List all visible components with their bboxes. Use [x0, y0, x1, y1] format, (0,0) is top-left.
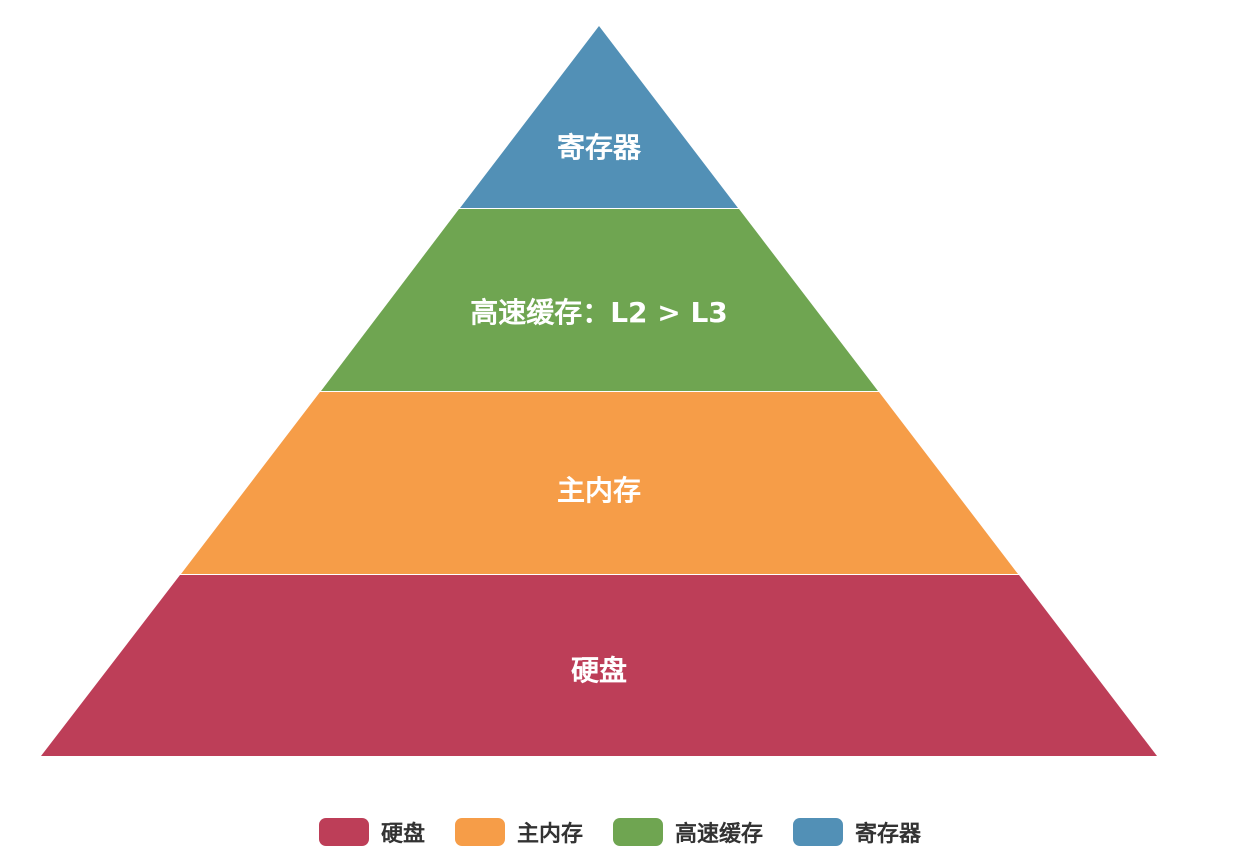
legend-label-cache: 高速缓存: [675, 822, 764, 847]
tier-cache-shape[interactable]: [321, 209, 878, 391]
legend-label-main-memory: 主内存: [516, 822, 583, 847]
legend-swatch-register: [793, 818, 844, 846]
legend-item-main-memory[interactable]: 主内存: [454, 816, 583, 848]
legend-swatch-cache: [613, 818, 663, 846]
tier-register-shape[interactable]: [460, 26, 738, 208]
tier-main-memory-shape[interactable]: [181, 392, 1018, 574]
legend-item-register[interactable]: 寄存器: [793, 816, 921, 848]
tier-register[interactable]: 寄存器: [460, 26, 738, 208]
legend-label-disk: 硬盘: [380, 822, 425, 847]
tier-cache[interactable]: 高速缓存：L2 > L3: [321, 209, 878, 391]
tier-disk-shape[interactable]: [41, 575, 1157, 756]
legend-item-disk[interactable]: 硬盘: [318, 816, 425, 848]
legend-label-register: 寄存器: [855, 822, 922, 847]
tier-disk-label: 硬盘: [571, 654, 627, 687]
tier-main-memory-label: 主内存: [557, 474, 641, 507]
legend: 硬盘 主内存 高速缓存 寄存器: [0, 812, 1240, 852]
tier-cache-label: 高速缓存：L2 > L3: [470, 296, 728, 329]
tier-disk[interactable]: 硬盘: [41, 575, 1157, 756]
legend-item-cache[interactable]: 高速缓存: [613, 816, 763, 848]
legend-swatch-main-memory: [454, 818, 505, 846]
tier-register-label: 寄存器: [557, 131, 642, 164]
tier-main-memory[interactable]: 主内存: [181, 392, 1018, 574]
legend-swatch-disk: [318, 818, 369, 846]
